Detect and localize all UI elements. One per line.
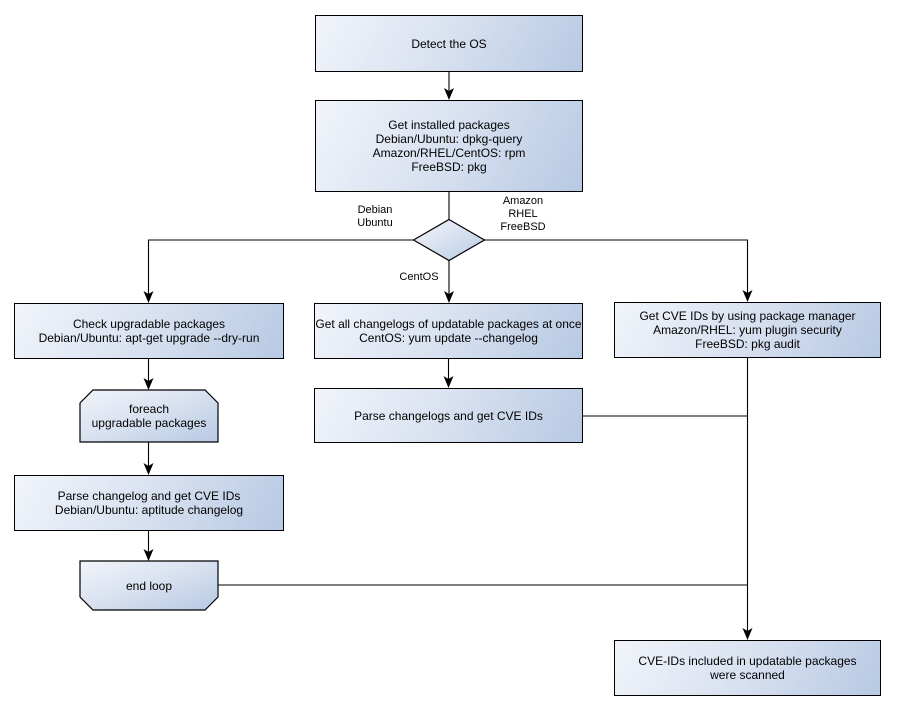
node-get-installed-line: Get installed packages [388,118,510,132]
branch-label-centos: CentOS [394,271,444,284]
node-result-scanned: CVE-IDs included in updatable packages w… [614,640,881,696]
node-get-all-changelogs-line: CentOS: yum update --changelog [359,331,538,345]
node-check-upgradable: Check upgradable packages Debian/Ubuntu:… [14,303,284,359]
node-get-installed-line: FreeBSD: pkg [411,160,487,174]
node-check-upgradable-line: Check upgradable packages [72,317,226,331]
branch-label-debian-ubuntu: Debian Ubuntu [340,204,410,230]
decision-diamond [412,218,486,262]
branch-label-line: Ubuntu [357,217,393,229]
node-get-cve-ids-line: FreeBSD: pkg audit [695,337,800,351]
node-check-upgradable-line: Debian/Ubuntu: apt-get upgrade --dry-run [38,331,260,345]
edge-decision-to-right [484,239,749,296]
node-foreach-line: foreach [128,402,170,416]
node-parse-changelog-debian: Parse changelog and get CVE IDs Debian/U… [14,475,284,531]
branch-label-line: CentOS [399,271,439,283]
node-result-scanned-line: were scanned [710,668,785,682]
node-end-loop: end loop [80,561,218,610]
branch-label-line: Debian [357,204,393,216]
node-get-installed-packages: Get installed packages Debian/Ubuntu: dp… [315,100,583,192]
node-parse-changelog-debian-line: Debian/Ubuntu: aptitude changelog [54,503,244,517]
node-detect-os-label: Detect the OS [411,36,487,51]
node-get-cve-ids-pkg-manager: Get CVE IDs by using package manager Ama… [614,302,881,358]
node-get-cve-ids-line: Amazon/RHEL: yum plugin security [653,323,842,337]
node-foreach-loop: foreach upgradable packages [80,390,218,442]
node-end-loop-label: end loop [125,578,173,593]
node-get-all-changelogs: Get all changelogs of updatable packages… [314,303,583,359]
branch-label-line: FreeBSD [500,221,546,233]
node-result-scanned-line: CVE-IDs included in updatable packages [638,654,857,668]
foreach-loop-shape [79,389,219,443]
node-parse-changelogs-centos-label: Parse changelogs and get CVE IDs [354,408,543,423]
node-get-installed-line: Debian/Ubuntu: dpkg-query [375,132,523,146]
branch-label-line: Amazon [502,195,544,207]
branch-label-amazon-rhel-freebsd: Amazon RHEL FreeBSD [488,195,558,234]
node-get-cve-ids-line: Get CVE IDs by using package manager [639,309,856,323]
end-loop-shape [79,560,219,611]
node-get-installed-line: Amazon/RHEL/CentOS: rpm [372,146,526,160]
node-get-all-changelogs-line: Get all changelogs of updatable packages… [315,317,582,331]
node-foreach-line: upgradable packages [91,416,207,430]
branch-label-line: RHEL [508,208,538,220]
node-detect-os: Detect the OS [315,15,583,72]
edge-decision-to-left [147,239,414,297]
node-parse-changelogs-centos: Parse changelogs and get CVE IDs [314,388,583,443]
node-parse-changelog-debian-line: Parse changelog and get CVE IDs [57,489,241,503]
